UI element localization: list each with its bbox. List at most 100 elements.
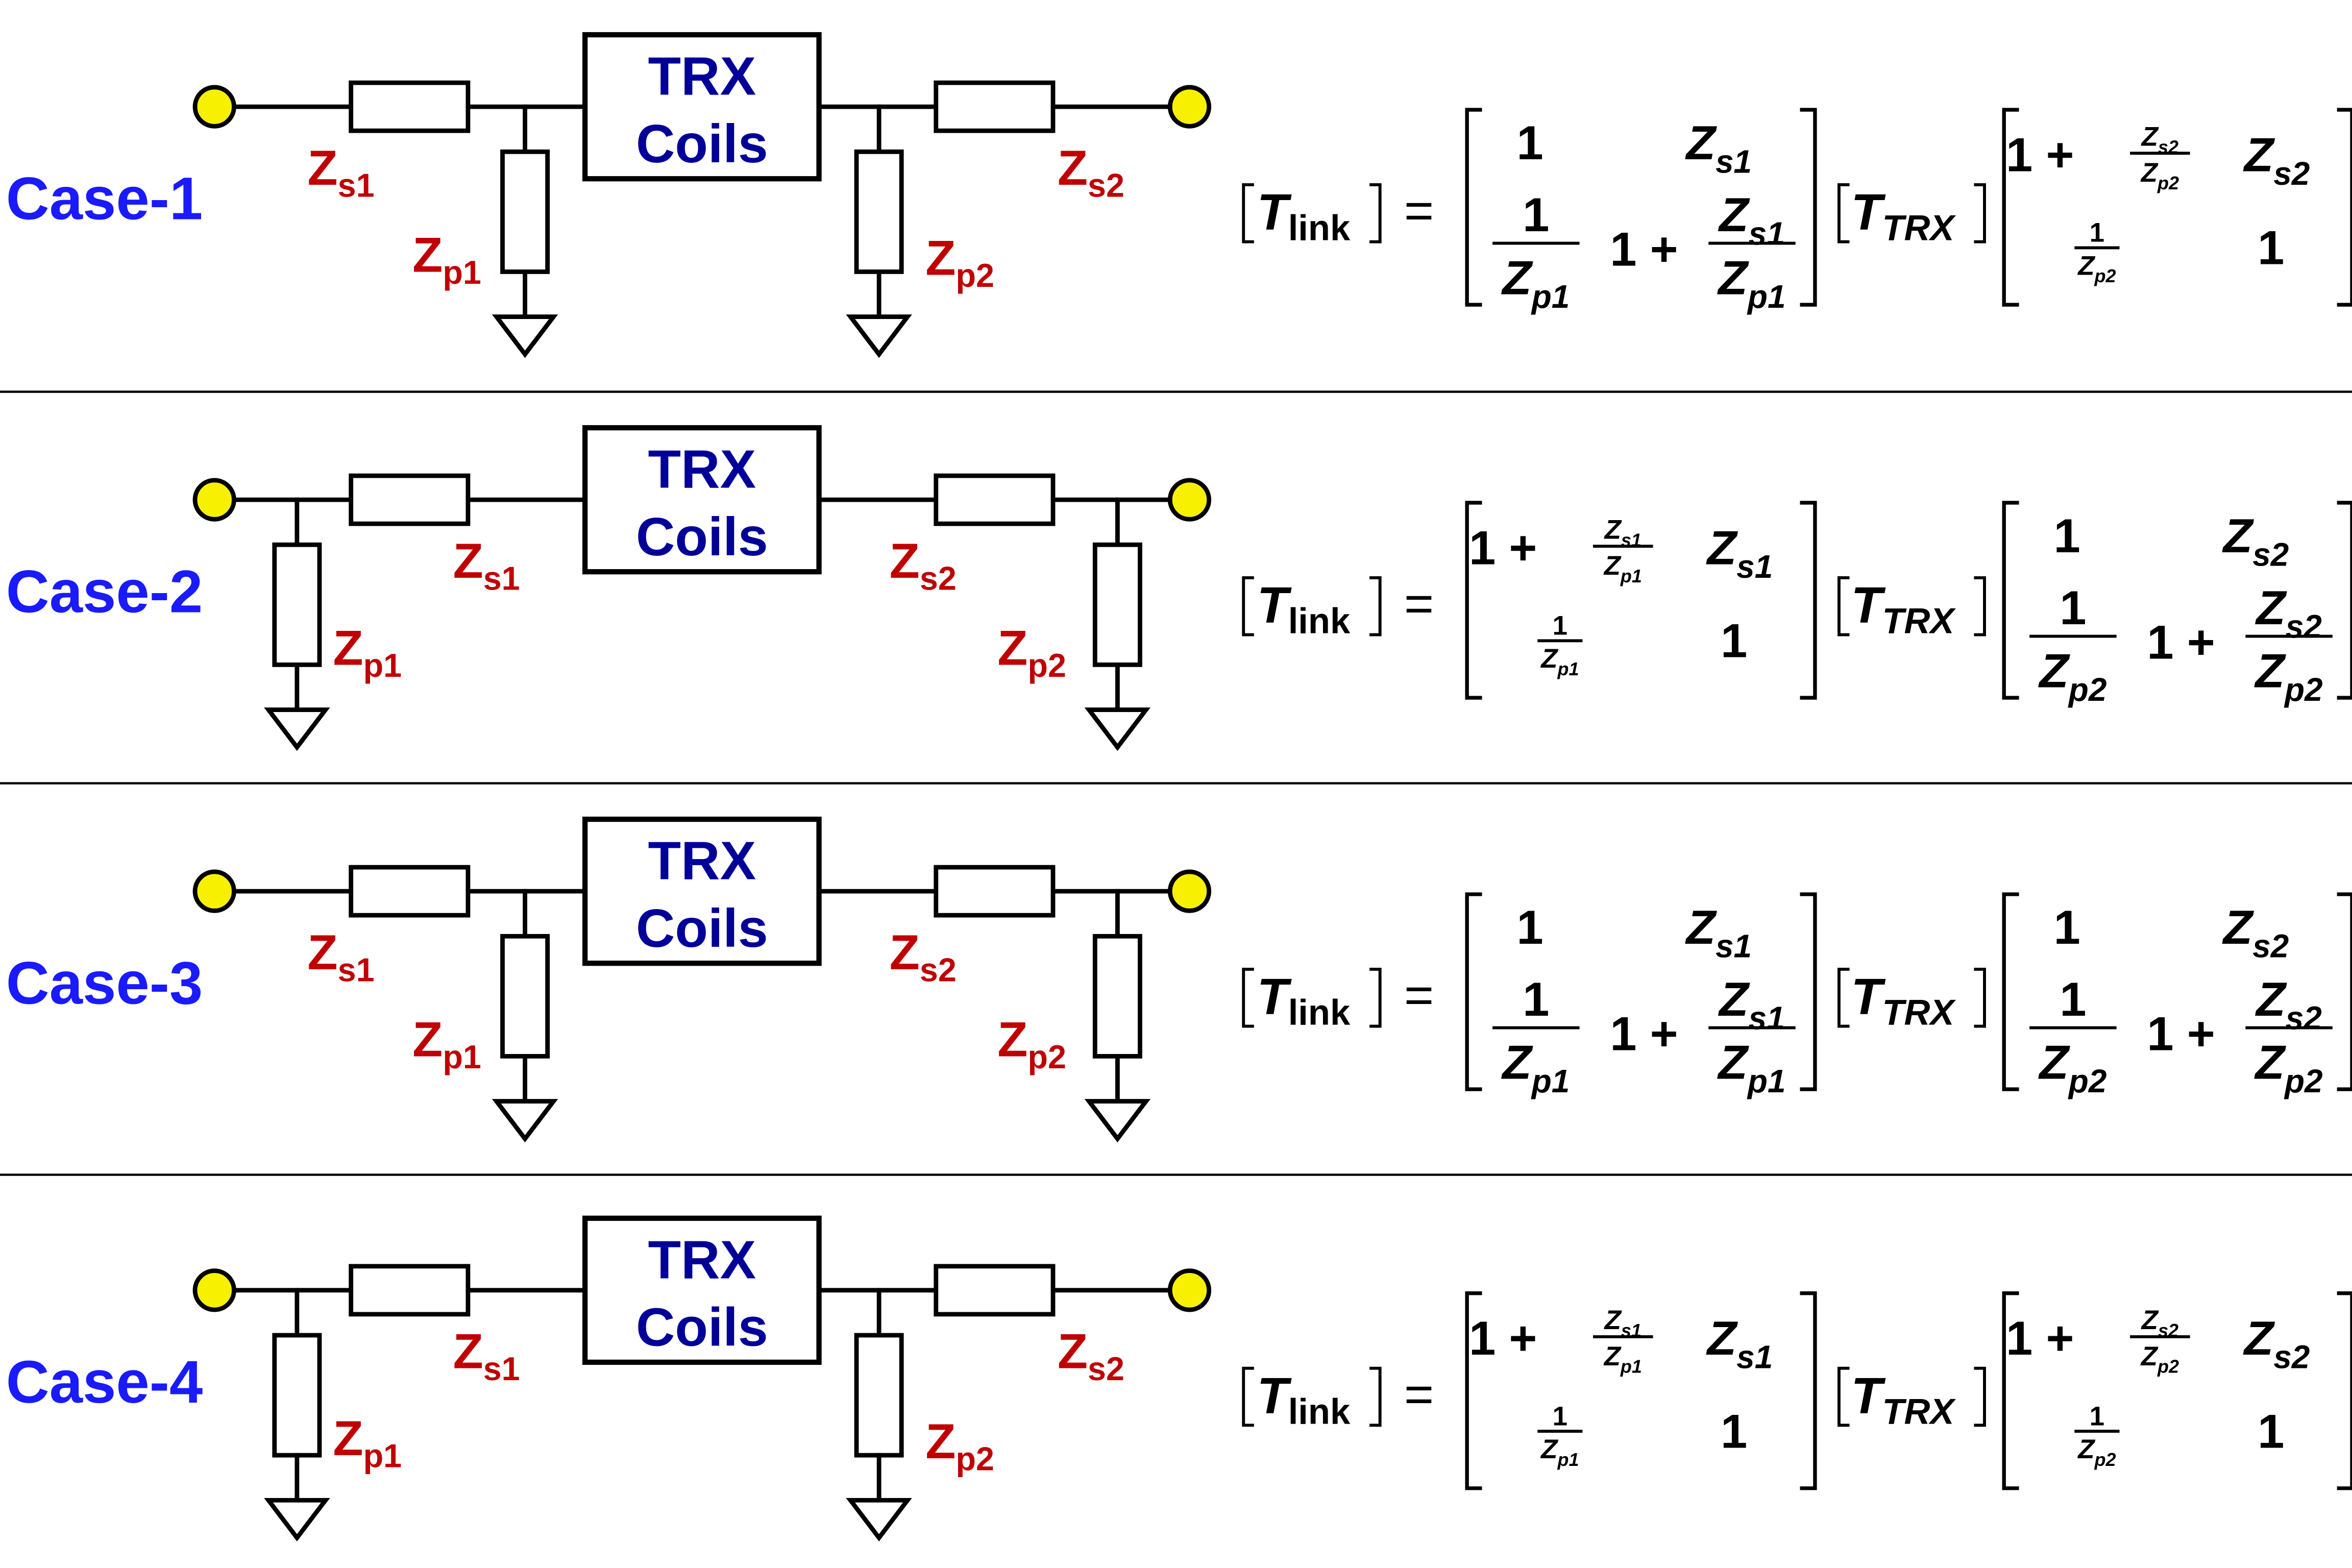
matrix-entry-z: Zs2 bbox=[2222, 900, 2289, 964]
fraction-denominator: Zp1 bbox=[1603, 551, 1642, 586]
trx-label-line1: TRX bbox=[648, 46, 756, 107]
matrix-entry-one: 1 bbox=[2053, 509, 2080, 562]
series-resistor-icon bbox=[349, 1264, 471, 1317]
matrix-left-bracket bbox=[2002, 1291, 2019, 1490]
series-resistor-icon bbox=[349, 80, 471, 133]
matrix-entry-one: 1 bbox=[2053, 900, 2080, 954]
fraction-denominator: Zp2 bbox=[2038, 644, 2106, 707]
lhs-bracket-left bbox=[1242, 1366, 1254, 1427]
terminal-node-icon bbox=[192, 869, 236, 913]
trx-coils-box bbox=[582, 32, 822, 182]
terminal-node-icon bbox=[192, 85, 236, 129]
matrix-right-bracket bbox=[2337, 892, 2352, 1091]
z-label-s1: Zs1 bbox=[307, 924, 374, 989]
z-label-p1: Zp1 bbox=[412, 1011, 481, 1075]
fraction-numerator: 1 bbox=[1523, 188, 1549, 241]
z-label-s1: Zs1 bbox=[453, 1324, 520, 1388]
ground-icon bbox=[846, 314, 912, 358]
fraction-denominator: Zp2 bbox=[2077, 251, 2116, 286]
equals-sign: = bbox=[1404, 183, 1434, 239]
lhs-bracket-right bbox=[1369, 1366, 1382, 1427]
z-label-s2: Zs2 bbox=[890, 924, 957, 989]
trx-bracket-left bbox=[1837, 1366, 1850, 1427]
matrix-entry-one: 1 bbox=[1721, 1404, 1747, 1458]
case-separators bbox=[0, 390, 2352, 1176]
fraction-numerator: 1 bbox=[2060, 972, 2086, 1026]
fraction-denominator: Zp2 bbox=[2140, 1341, 2179, 1377]
matrix-entry-one-plus: 1 + bbox=[2006, 128, 2074, 182]
case-label: Case-1 bbox=[6, 165, 203, 232]
z-label-p1: Zp1 bbox=[412, 227, 481, 291]
ground-icon bbox=[492, 314, 558, 358]
fraction-numerator: 1 bbox=[1553, 611, 1567, 641]
fraction-numerator: 1 bbox=[2090, 1401, 2104, 1431]
lhs-bracket-right bbox=[1369, 968, 1382, 1028]
matrix-entry-one: 1 bbox=[1516, 900, 1543, 954]
z-label-p2: Zp2 bbox=[925, 230, 994, 294]
trx-bracket-left bbox=[1837, 576, 1850, 636]
shunt-resistor-icon bbox=[1092, 934, 1142, 1059]
matrix-entry-z: Zs2 bbox=[2243, 1311, 2310, 1375]
fraction-denominator: Zp2 bbox=[2038, 1035, 2106, 1099]
fraction-denominator: Zp2 bbox=[2254, 644, 2323, 707]
fraction-numerator: Zs1 bbox=[1718, 972, 1785, 1036]
lhs-symbol: Tlink bbox=[1257, 184, 1351, 248]
fraction-denominator: Zp2 bbox=[2254, 1035, 2323, 1099]
shunt-resistor-icon bbox=[854, 1333, 904, 1458]
shunt-resistor-icon bbox=[1092, 542, 1142, 667]
z-label-s1: Zs1 bbox=[453, 533, 520, 597]
z-label-s2: Zs2 bbox=[1058, 1324, 1124, 1388]
matrix-right-bracket bbox=[2337, 501, 2352, 700]
fraction-denominator: Zp1 bbox=[1501, 1035, 1570, 1099]
matrix-left-bracket bbox=[1465, 1291, 1482, 1490]
trx-label-line2: Coils bbox=[636, 114, 768, 174]
trx-coils-box bbox=[582, 816, 822, 966]
matrix-left-bracket bbox=[2002, 501, 2019, 700]
matrix-entry-one-plus: 1 + bbox=[2006, 1311, 2074, 1365]
fraction-denominator: Zp1 bbox=[1540, 1434, 1579, 1470]
case-label: Case-2 bbox=[6, 558, 203, 625]
matrix-left-bracket bbox=[2002, 892, 2019, 1091]
terminal-node-icon bbox=[1167, 478, 1212, 522]
matrix-left-bracket bbox=[2002, 108, 2019, 307]
fraction-denominator: Zp1 bbox=[1501, 251, 1570, 314]
terminal-node-icon bbox=[1167, 1268, 1212, 1312]
trx-symbol: TTRX bbox=[1851, 577, 1956, 641]
fraction-denominator: Zp1 bbox=[1717, 251, 1785, 314]
fraction-numerator: 1 bbox=[2090, 218, 2104, 248]
matrix-entry-z: Zs2 bbox=[2222, 509, 2289, 573]
trx-label-line1: TRX bbox=[648, 439, 756, 500]
z-label-s2: Zs2 bbox=[890, 533, 957, 597]
case-label: Case-4 bbox=[6, 1349, 203, 1415]
series-resistor-icon bbox=[934, 1264, 1056, 1317]
series-resistor-icon bbox=[349, 473, 471, 526]
matrix-right-bracket bbox=[2337, 108, 2352, 307]
lhs-bracket-left bbox=[1242, 968, 1254, 1028]
matrix-left-bracket bbox=[1465, 501, 1482, 700]
matrix-right-bracket bbox=[1800, 1291, 1817, 1490]
matrix-entry-z: Zs2 bbox=[2243, 128, 2310, 192]
z-label-s1: Zs1 bbox=[307, 140, 374, 204]
lhs-symbol: Tlink bbox=[1257, 1368, 1351, 1432]
z-label-p1: Zp1 bbox=[333, 1410, 402, 1475]
fraction-denominator: Zp1 bbox=[1540, 644, 1579, 679]
terminal-node-icon bbox=[1167, 85, 1212, 129]
